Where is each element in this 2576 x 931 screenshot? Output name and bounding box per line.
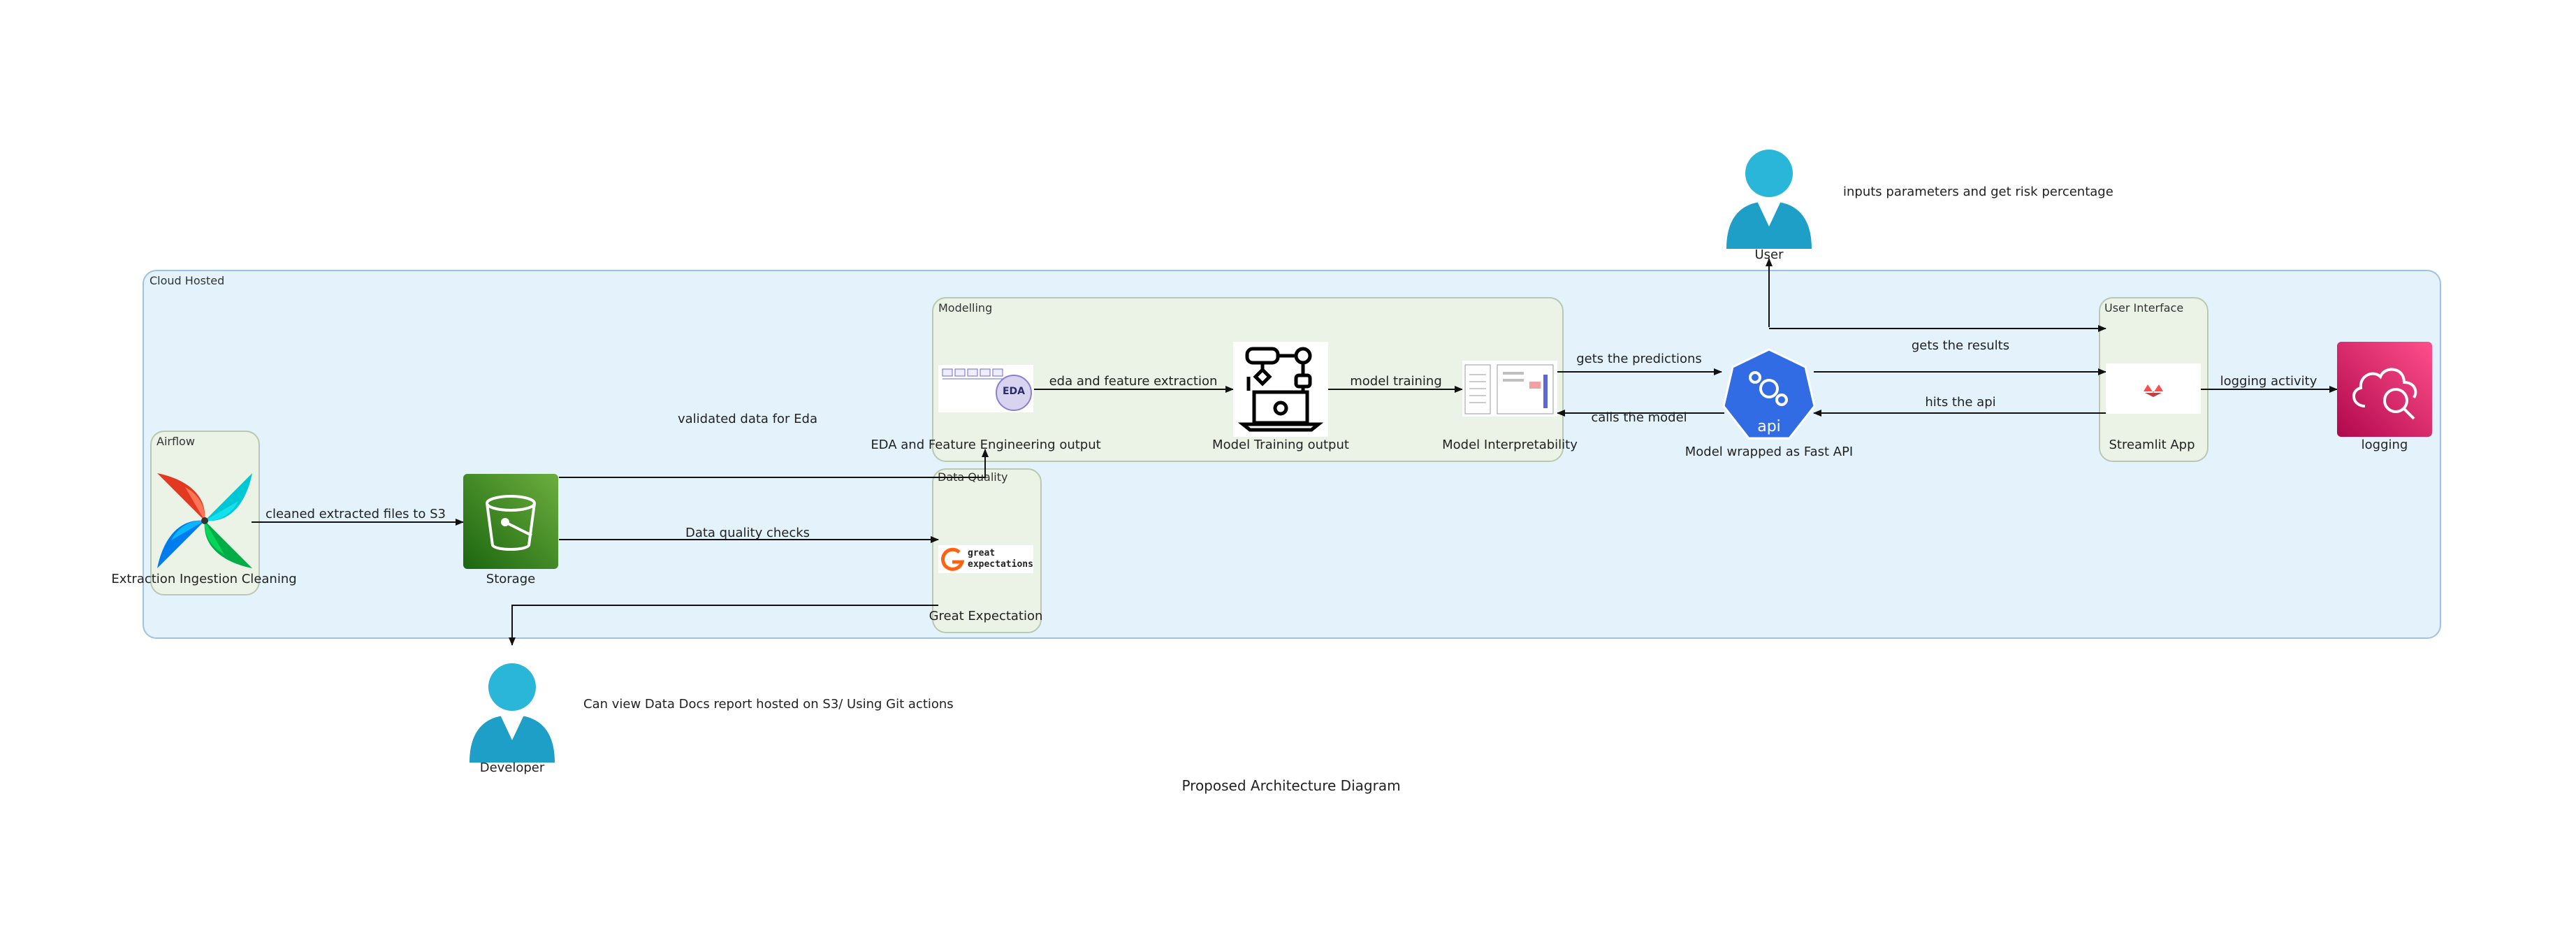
- user-person-icon: [1726, 150, 1812, 249]
- node-label-user: User: [1754, 247, 1784, 262]
- diagram-caption: Proposed Architecture Diagram: [1181, 777, 1401, 794]
- s3-bucket-icon: [463, 474, 558, 569]
- edge-label-cleaned: cleaned extracted files to S3: [265, 507, 446, 521]
- cluster-modelling-label: Modelling: [938, 301, 993, 315]
- interpretability-chart-image: [1462, 361, 1557, 417]
- eda-output-image: EDA: [938, 365, 1033, 412]
- api-heptagon-icon: [1722, 348, 1816, 440]
- great-expectations-logo-image: great expectations: [938, 545, 1033, 573]
- edge-storage-eda: [559, 449, 989, 478]
- node-label-training: Model Training output: [1212, 438, 1349, 452]
- note-user: inputs parameters and get risk percentag…: [1843, 185, 2113, 199]
- node-label-airflow: Extraction Ingestion Cleaning: [111, 572, 297, 586]
- model-training-icon: [1233, 342, 1328, 437]
- airflow-pinwheel-icon: [157, 473, 252, 568]
- edge-label-validated: validated data for Eda: [678, 412, 817, 426]
- edge-label-hits: hits the api: [1925, 395, 1996, 410]
- ge-logo-line1: great: [968, 548, 996, 558]
- node-label-great-expectation: Great Expectation: [929, 609, 1043, 623]
- node-label-interpretability: Model Interpretability: [1442, 438, 1578, 452]
- edge-label-training: model training: [1350, 374, 1442, 389]
- cluster-cloud-hosted-label: Cloud Hosted: [150, 274, 225, 287]
- edge-label-predictions: gets the predictions: [1576, 352, 1702, 366]
- node-label-api: Model wrapped as Fast API: [1684, 445, 1854, 459]
- cluster-user-interface-label: User Interface: [2104, 301, 2184, 315]
- node-label-developer: Developer: [479, 760, 545, 775]
- ge-logo-line2: expectations: [968, 559, 1033, 570]
- cluster-airflow: [150, 431, 260, 596]
- edge-ge-developer: [509, 605, 938, 646]
- node-label-streamlit: Streamlit App: [2109, 438, 2195, 452]
- edge-label-calls: calls the model: [1591, 410, 1687, 425]
- edge-label-eda-feature: eda and feature extraction: [1049, 374, 1218, 389]
- node-label-storage: Storage: [486, 572, 536, 586]
- logging-cloud-search-icon: [2337, 342, 2432, 437]
- developer-person-icon: [470, 663, 555, 763]
- note-developer: Can view Data Docs report hosted on S3/ …: [583, 697, 954, 712]
- api-badge-text: api: [1757, 418, 1781, 435]
- edge-label-results: gets the results: [1911, 338, 2010, 353]
- eda-badge-text: EDA: [1002, 386, 1026, 397]
- node-label-eda: EDA and Feature Engineering output: [871, 438, 1101, 452]
- cluster-airflow-label: Airflow: [157, 435, 195, 448]
- streamlit-logo-image: [2106, 363, 2201, 414]
- node-label-logging: logging: [2361, 438, 2408, 452]
- edge-label-quality: Data quality checks: [685, 526, 810, 540]
- edge-label-logging: logging activity: [2220, 374, 2317, 389]
